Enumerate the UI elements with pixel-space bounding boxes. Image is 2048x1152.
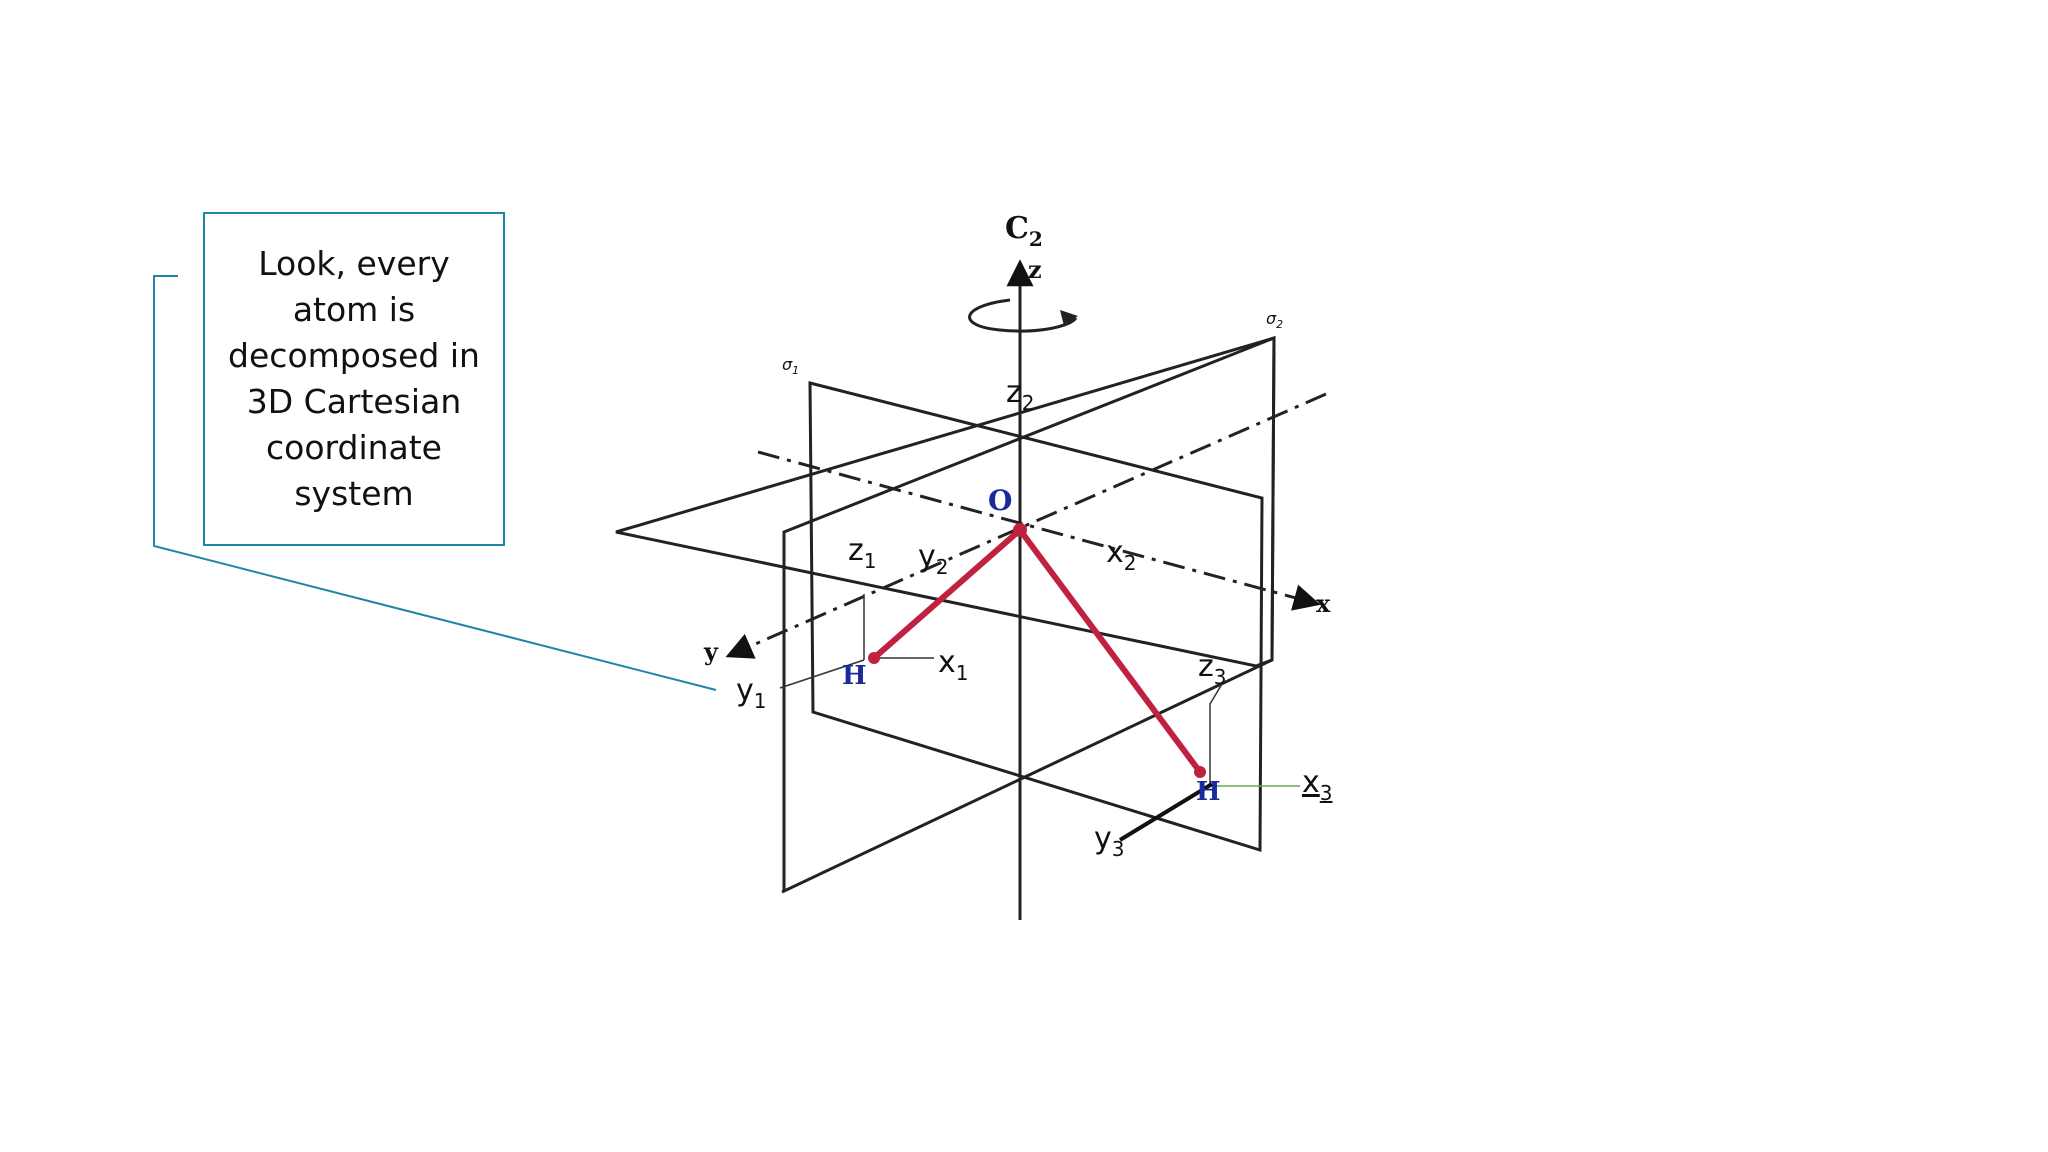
hydrogen-right-label: H <box>1196 777 1221 807</box>
c2-label: C2 <box>1005 211 1043 251</box>
sigma2-plane <box>615 335 1276 668</box>
z-axis-label: z <box>1028 255 1042 284</box>
x-axis-line <box>757 450 1321 611</box>
sigma1-label: σ1 <box>782 355 799 377</box>
bond-left <box>872 527 1022 661</box>
hydrogen-atom-left <box>868 652 880 664</box>
hydrogen-left-label: H <box>842 661 867 691</box>
sigma1-plane <box>808 381 1264 853</box>
x1-label: x1 <box>938 645 969 685</box>
sigma2-plane-edge <box>781 335 1276 894</box>
z3-leader <box>1209 683 1223 786</box>
y-axis-label: y <box>703 637 719 666</box>
rotation-arrow-icon <box>968 298 1078 333</box>
callout-text: Look, every atom is decomposed in 3D Car… <box>228 244 480 513</box>
hydrogen-atom-right <box>1194 766 1206 778</box>
y-axis-line <box>725 392 1327 659</box>
y1-label: y1 <box>736 673 767 713</box>
z3-label: z3 <box>1198 649 1226 689</box>
y3-leader <box>1118 782 1214 842</box>
x-axis-label: x <box>1316 589 1331 618</box>
callout-leader-line <box>153 275 717 691</box>
y3-label: y3 <box>1094 821 1125 861</box>
z1-label: z1 <box>848 533 876 573</box>
bond-right <box>1017 528 1203 774</box>
oxygen-atom <box>1013 523 1027 537</box>
x2-label: x2 <box>1106 535 1137 575</box>
y1-leader <box>779 659 865 689</box>
callout-box: Look, every atom is decomposed in 3D Car… <box>203 212 505 546</box>
sigma2-label: σ2 <box>1266 309 1283 331</box>
y2-label: y2 <box>918 539 949 579</box>
x3-label: x3 <box>1302 765 1333 805</box>
oxygen-label: O <box>988 484 1012 517</box>
z2-label: z2 <box>1006 375 1034 415</box>
rotation-arrowhead-icon <box>1060 310 1078 326</box>
